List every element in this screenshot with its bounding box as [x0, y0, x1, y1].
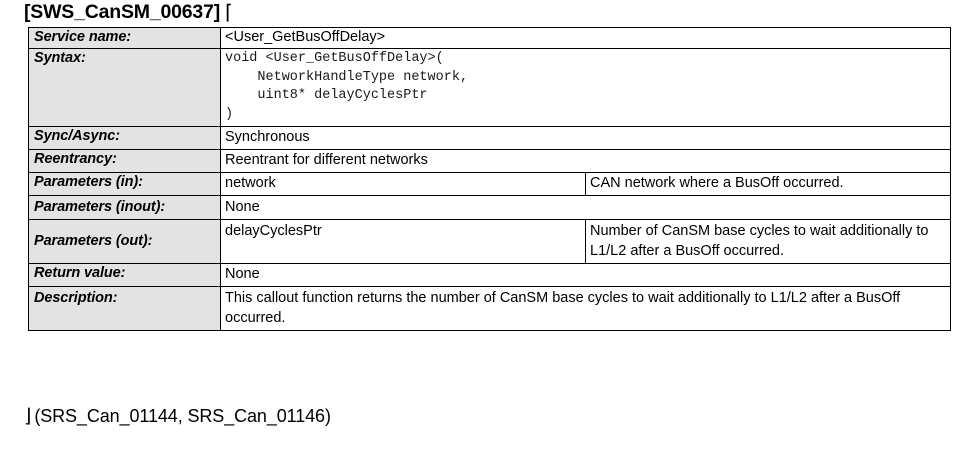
traceability-footer: ⌋(SRS_Can_01144, SRS_Can_01146) [24, 405, 331, 428]
row-label-service-name: Service name: [28, 27, 221, 49]
table-row-parameters-in: Parameters (in): network CAN network whe… [28, 172, 951, 196]
table-row-sync-async: Sync/Async: Synchronous [28, 126, 951, 150]
parameter-name-out: delayCyclesPtr [220, 219, 586, 264]
table-row-parameters-inout: Parameters (inout): None [28, 195, 951, 220]
traceability-references: (SRS_Can_01144, SRS_Can_01146) [34, 406, 331, 426]
table-row-syntax: Syntax: void <User_GetBusOffDelay>( Netw… [28, 48, 951, 127]
row-value-parameters-inout: None [220, 195, 951, 220]
row-label-reentrancy: Reentrancy: [28, 149, 221, 173]
row-label-return-value: Return value: [28, 263, 221, 287]
row-value-return-value: None [220, 263, 951, 287]
row-label-parameters-out: Parameters (out): [28, 219, 221, 264]
row-value-sync-async: Synchronous [220, 126, 951, 150]
row-label-syntax: Syntax: [28, 48, 221, 127]
table-row-service-name: Service name: <User_GetBusOffDelay> [28, 27, 951, 49]
table-row-return-value: Return value: None [28, 263, 951, 287]
service-specification-table: Service name: <User_GetBusOffDelay> Synt… [28, 27, 951, 331]
row-value-description: This callout function returns the number… [220, 286, 951, 331]
parameter-description-in: CAN network where a BusOff occurred. [585, 172, 951, 196]
row-label-parameters-in: Parameters (in): [28, 172, 221, 196]
parameter-name-in: network [220, 172, 586, 196]
row-value-syntax-code: void <User_GetBusOffDelay>( NetworkHandl… [220, 48, 951, 127]
requirement-heading: [SWS_CanSM_00637]⌈ [24, 1, 233, 24]
table-row-description: Description: This callout function retur… [28, 286, 951, 331]
parameter-description-out: Number of CanSM base cycles to wait addi… [585, 219, 951, 264]
requirement-id: [SWS_CanSM_00637] [24, 1, 221, 23]
table-row-reentrancy: Reentrancy: Reentrant for different netw… [28, 149, 951, 173]
row-label-sync-async: Sync/Async: [28, 126, 221, 150]
table-row-parameters-out: Parameters (out): delayCyclesPtr Number … [28, 219, 951, 264]
requirement-open-bracket-icon: ⌈ [225, 2, 233, 24]
row-label-parameters-inout: Parameters (inout): [28, 195, 221, 220]
row-label-description: Description: [28, 286, 221, 331]
row-value-reentrancy: Reentrant for different networks [220, 149, 951, 173]
row-value-service-name: <User_GetBusOffDelay> [220, 27, 951, 49]
requirement-close-bracket-icon: ⌋ [24, 406, 32, 427]
